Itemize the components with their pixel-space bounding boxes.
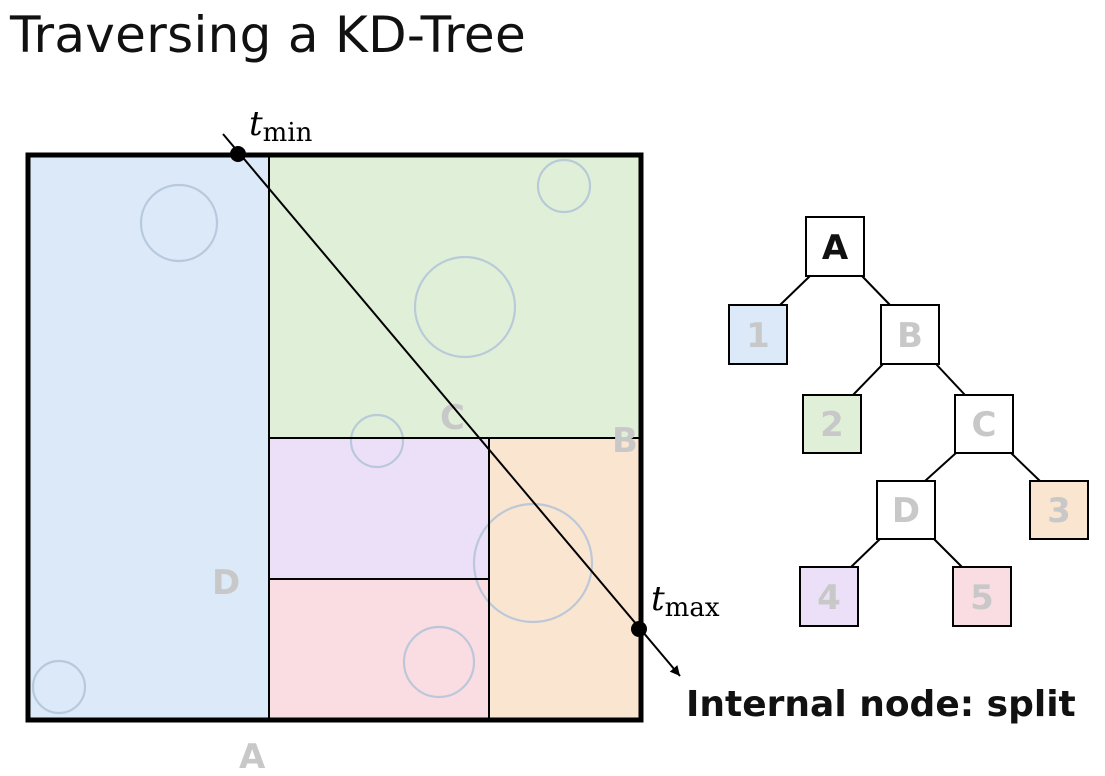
- tree-edge: [850, 538, 881, 568]
- tree-leaf-1: [728, 304, 788, 365]
- tmax-label: tmax: [651, 579, 720, 623]
- tree-node-d-label: D: [892, 491, 920, 531]
- primitive-circle: [349, 413, 405, 469]
- tree-leaf-2: [802, 394, 862, 454]
- tree-leaf-5-label: 5: [970, 578, 994, 618]
- tmax-sub: max: [665, 593, 720, 623]
- tmax-var: t: [651, 579, 665, 619]
- split-label-b: B: [612, 421, 638, 461]
- tree-leaf-4: [799, 566, 859, 627]
- tree-leaf-2-label: 2: [820, 405, 844, 445]
- tree-edge: [779, 275, 811, 306]
- primitive-circle: [536, 158, 592, 214]
- region-3-orange: [489, 438, 641, 720]
- tree-edge: [933, 538, 963, 568]
- tree-node-b: [880, 304, 940, 365]
- primitive-circle: [402, 625, 476, 699]
- tree-edge: [1010, 452, 1041, 482]
- tree-node-d: [876, 480, 936, 540]
- primitive-circle: [413, 255, 517, 359]
- tree-edge: [861, 275, 891, 306]
- tmin-point: [230, 146, 246, 162]
- tree-edge: [924, 452, 957, 482]
- region-5-pink: [269, 579, 489, 720]
- tmin-label: tmin: [249, 104, 313, 148]
- primitive-circle: [472, 502, 594, 624]
- tree-node-c-label: C: [972, 405, 997, 445]
- region-1-blue: [28, 155, 269, 720]
- tree-node-a-label: A: [822, 228, 849, 268]
- tmin-sub: min: [263, 118, 313, 148]
- tree-leaf-3-label: 3: [1047, 491, 1071, 531]
- split-label-d: D: [212, 563, 240, 603]
- ray-line: [222, 133, 681, 677]
- tmax-point: [631, 621, 647, 637]
- primitive-circle: [139, 183, 219, 263]
- tree-edge: [852, 363, 884, 396]
- tmin-var: t: [249, 104, 263, 144]
- tree-leaf-3: [1029, 480, 1089, 540]
- tree-edge: [935, 363, 966, 396]
- tree-leaf-5: [952, 566, 1012, 627]
- scene-bounds: [25, 152, 644, 723]
- primitive-circle: [31, 659, 87, 715]
- region-4-purple: [269, 438, 489, 579]
- tree-node-c: [954, 394, 1014, 454]
- split-label-a: A: [239, 737, 266, 776]
- tree-node-b-label: B: [897, 316, 923, 356]
- slide-title: Traversing a KD-Tree: [10, 6, 527, 64]
- tree-node-a: [805, 216, 865, 277]
- tree-leaf-1-label: 1: [746, 316, 770, 356]
- caption-internal-node: Internal node: split: [686, 684, 1076, 725]
- tree-leaf-4-label: 4: [817, 578, 841, 618]
- region-2-green: [269, 155, 641, 438]
